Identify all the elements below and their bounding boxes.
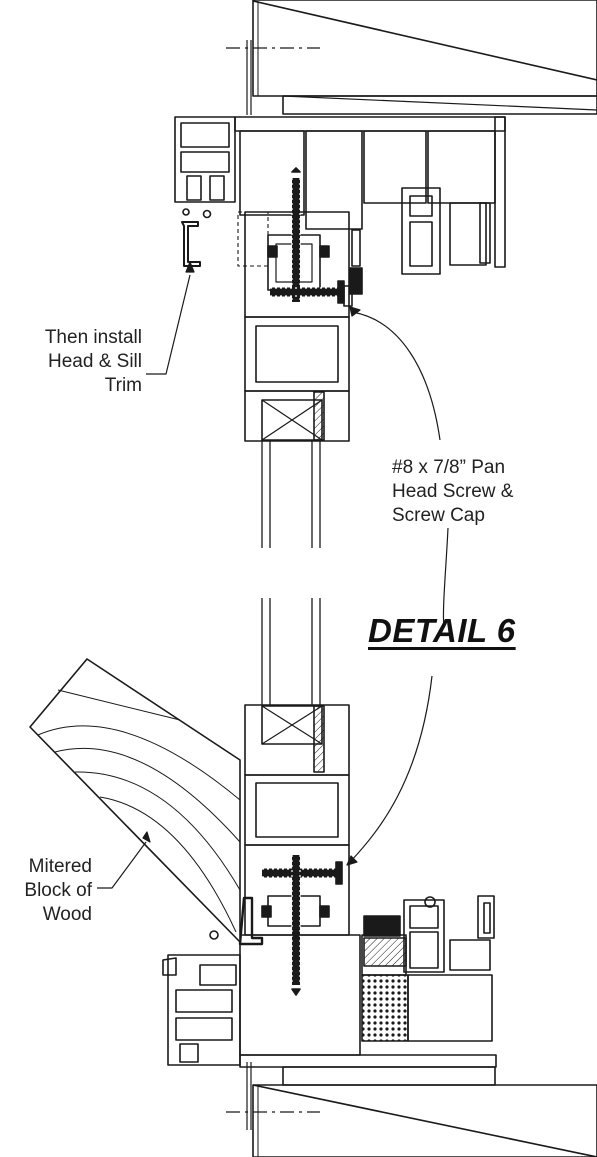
head-wall-block	[252, 0, 597, 115]
sill-anchor-screw	[291, 855, 301, 996]
screw-leader-mid	[442, 527, 449, 629]
trim-label-line-2: Head & Sill	[48, 351, 142, 372]
glass-pane	[261, 440, 321, 705]
head-centerline	[226, 40, 320, 115]
screw-leader-top	[349, 306, 441, 441]
trim-label-line-1: Then install	[44, 327, 142, 348]
detail-title: DETAIL 6	[368, 612, 516, 649]
wood-label-line-2: Block of	[24, 880, 92, 901]
trim-label: Then install Head & Sill Trim	[45, 326, 142, 398]
screw-leader-bottom	[346, 675, 433, 866]
screw-label-line-3: Screw Cap	[392, 505, 485, 526]
sill-frame-profile	[162, 895, 497, 1068]
lower-pan-head-screw	[262, 861, 343, 885]
mitered-wood-block	[29, 658, 241, 943]
wood-label: Mitered Block of Wood	[24, 855, 92, 927]
wood-leader	[97, 831, 151, 889]
sill-centerline	[226, 1062, 320, 1130]
screw-label-line-2: Head Screw &	[392, 481, 514, 502]
trim-leader	[146, 261, 195, 375]
head-sill-trim-clip	[181, 221, 201, 267]
upper-pan-head-screw	[270, 280, 345, 304]
head-anchor-screw	[291, 167, 301, 302]
lower-sash-profile	[244, 704, 350, 936]
screw-label: #8 x 7/8” Pan Head Screw & Screw Cap	[392, 456, 513, 528]
head-frame-profile	[174, 116, 506, 275]
wood-label-line-1: Mitered	[28, 856, 92, 877]
sill-trim-clip	[238, 896, 264, 946]
screw-label-line-1: #8 x 7/8” Pan	[392, 457, 506, 478]
trim-label-line-3: Trim	[104, 375, 142, 396]
upper-sash-profile	[244, 211, 363, 442]
sill-wall-block	[252, 1066, 597, 1157]
wood-label-line-3: Wood	[42, 904, 92, 925]
